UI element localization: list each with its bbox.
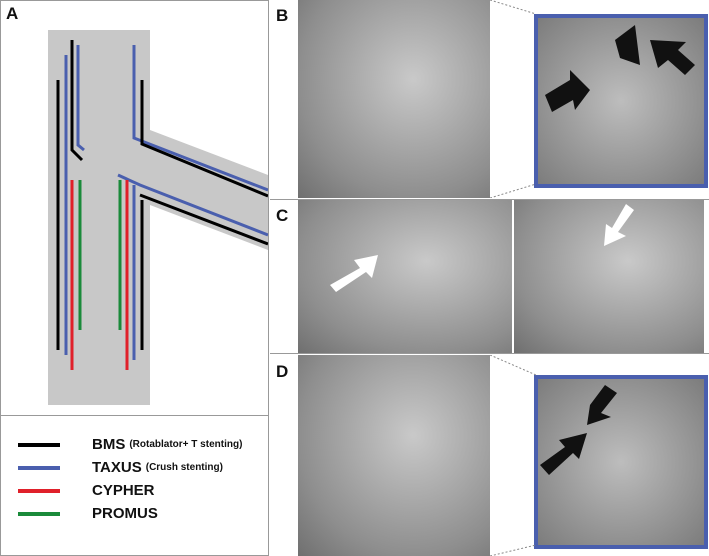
legend-divider — [0, 415, 268, 416]
arrow-icon — [330, 255, 378, 292]
panel-b-label: B — [276, 6, 289, 25]
panel-c-label: C — [276, 206, 289, 225]
vessel-shape — [48, 30, 268, 405]
angiogram-b — [298, 0, 490, 198]
cypher-swatch — [18, 488, 60, 493]
promus-swatch — [18, 511, 60, 516]
taxus-swatch — [18, 465, 60, 470]
arrow-icon — [545, 25, 695, 112]
angiogram-d — [298, 355, 490, 556]
legend-item-taxus: TAXUS(Crush stenting) — [18, 459, 223, 476]
panel-d-label: D — [276, 362, 289, 381]
zoom-connector — [490, 0, 536, 198]
angiogram-c-right — [514, 200, 704, 353]
zoom-connector — [490, 355, 536, 556]
arrow-icon — [604, 204, 634, 246]
divider — [270, 199, 709, 200]
bms-swatch — [18, 442, 60, 447]
legend-item-bms: BMS(Rotablator+ T stenting) — [18, 436, 242, 453]
legend-item-promus: PROMUS — [18, 505, 158, 522]
panel-a-label: A — [6, 4, 19, 23]
angiogram-c-left — [298, 200, 512, 353]
stent-diagram — [48, 30, 268, 405]
legend-item-cypher: CYPHER — [18, 482, 155, 499]
arrow-icon — [540, 385, 617, 475]
divider — [270, 353, 709, 354]
